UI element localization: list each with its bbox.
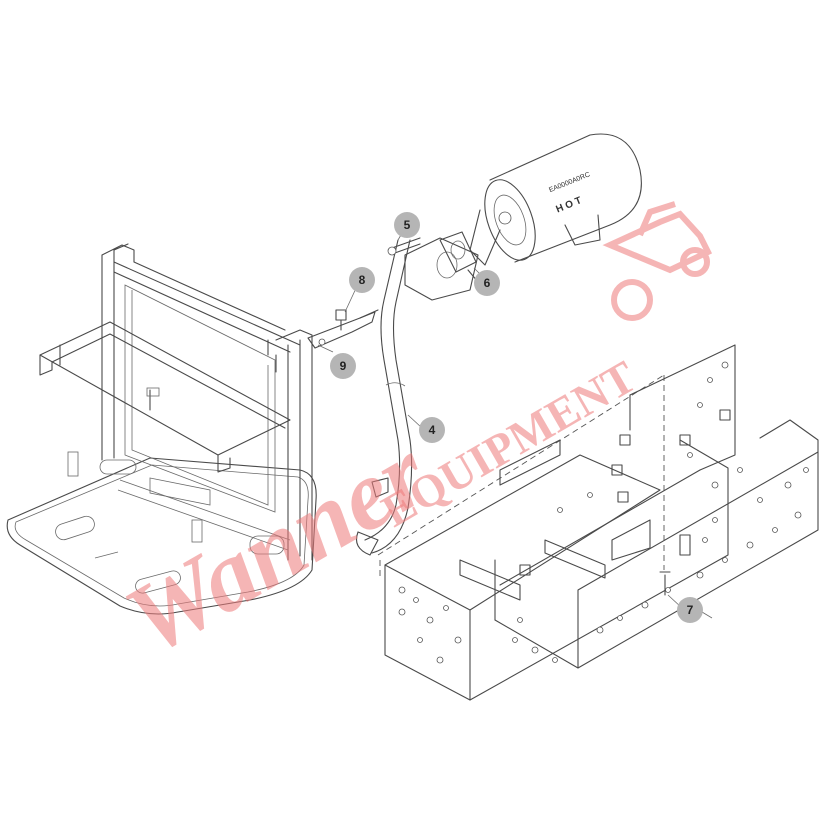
tractor-logo-icon [602, 201, 713, 321]
assembly-lines [377, 374, 665, 578]
exhaust-pipe [355, 231, 479, 556]
callout-5[interactable]: 5 [394, 212, 420, 238]
watermark-script: Wanner [108, 416, 447, 676]
svg-text:4: 4 [429, 423, 436, 437]
main-frame [384, 344, 819, 701]
callout-7[interactable]: 7 [677, 597, 703, 623]
muffler-decal-hot: H O T [554, 195, 583, 215]
callout-8[interactable]: 8 [349, 267, 375, 293]
svg-text:8: 8 [359, 273, 366, 287]
bolt-8 [335, 309, 347, 331]
svg-text:9: 9 [340, 359, 347, 373]
svg-text:7: 7 [687, 603, 694, 617]
watermark-block: EQUIPMENT [373, 351, 644, 537]
svg-text:6: 6 [484, 276, 491, 290]
seat-frame-assembly [6, 243, 317, 615]
bolt-5 [387, 237, 421, 256]
muffler-decal-part: EA0000A0RC [548, 171, 591, 194]
callout-6[interactable]: 6 [474, 270, 500, 296]
watermark: Wanner EQUIPMENT [108, 201, 713, 676]
callout-4[interactable]: 4 [419, 417, 445, 443]
callout-9[interactable]: 9 [330, 353, 356, 379]
bracket-9 [307, 309, 379, 349]
svg-text:5: 5 [404, 218, 411, 232]
